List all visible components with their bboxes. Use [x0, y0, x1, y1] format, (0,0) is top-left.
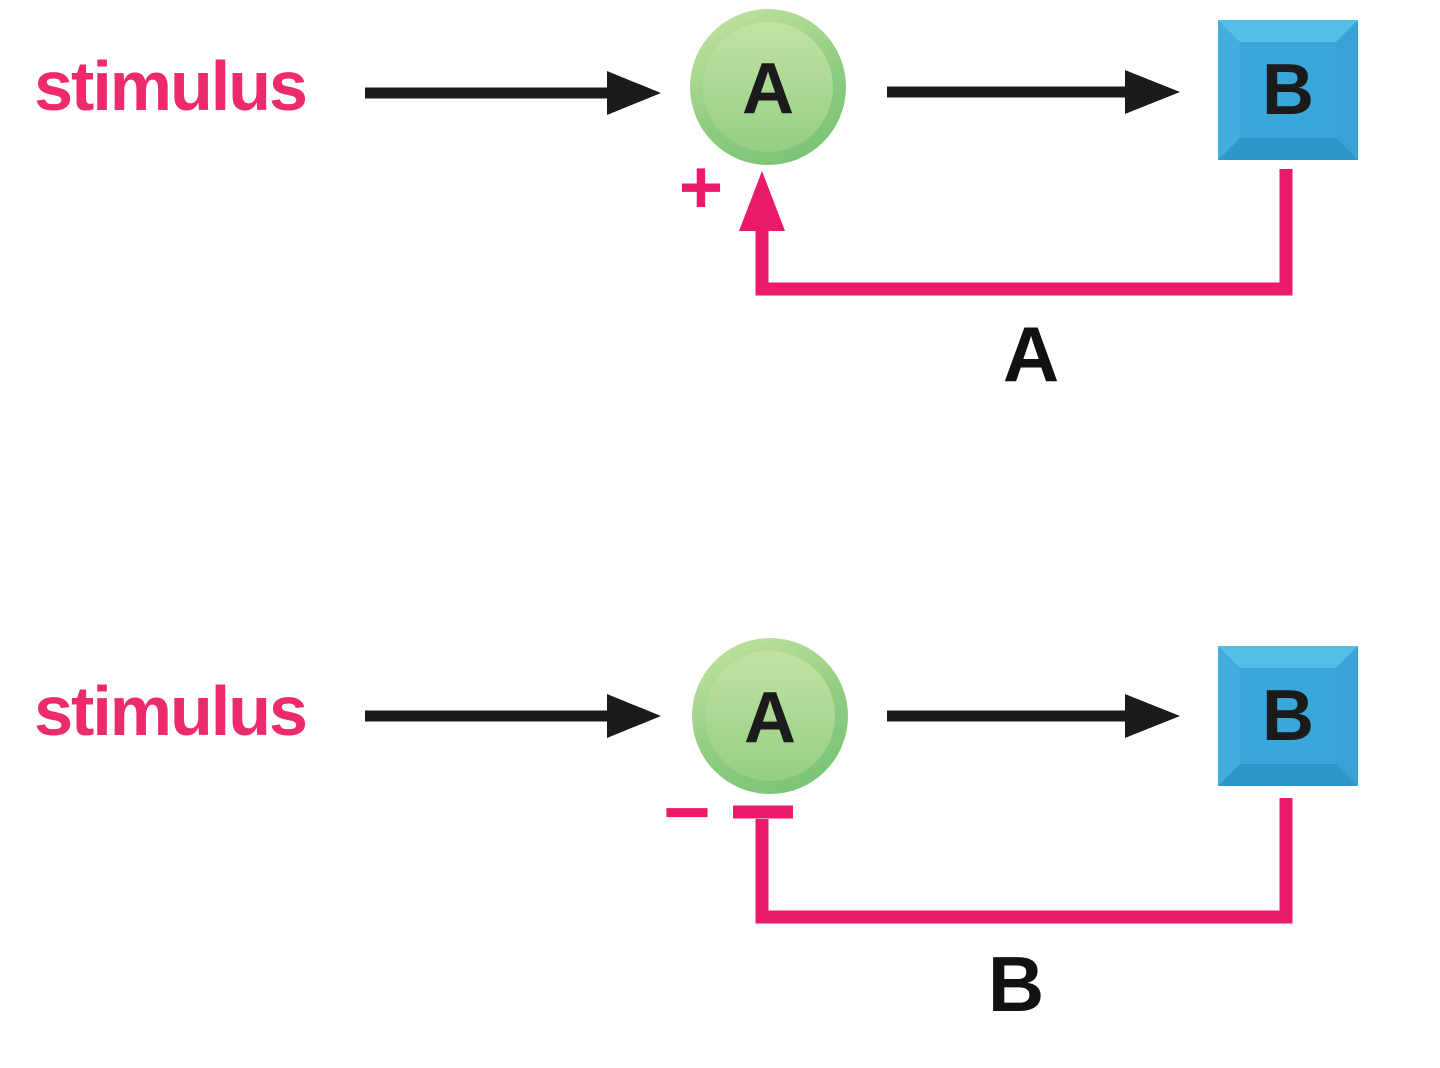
stimulus-label: stimulus: [34, 47, 308, 125]
node-b-label: B: [1262, 676, 1314, 756]
top-feedback-loop-arrow: [739, 169, 1293, 296]
node-b-square: B: [1218, 20, 1358, 160]
node-a-label: A: [742, 49, 794, 129]
stimulus-label: stimulus: [34, 672, 308, 750]
bottom-feedback-loop-inhibition: [733, 798, 1293, 924]
feedback-loop-label: A: [1002, 310, 1060, 398]
node-a-label: A: [744, 678, 796, 758]
bottom-a-to-b-arrow: [887, 694, 1180, 738]
node-a-circle: A: [692, 638, 848, 794]
top-a-to-b-arrow: [887, 70, 1180, 114]
bottom-stimulus-arrow: [365, 694, 661, 738]
node-b-square: B: [1218, 646, 1358, 786]
node-b-label: B: [1262, 50, 1314, 130]
negative-sign: −: [663, 767, 711, 858]
node-a-circle: A: [690, 9, 846, 165]
feedback-loop-label: B: [987, 940, 1045, 1028]
positive-sign: +: [678, 145, 724, 230]
top-stimulus-arrow: [365, 71, 661, 115]
